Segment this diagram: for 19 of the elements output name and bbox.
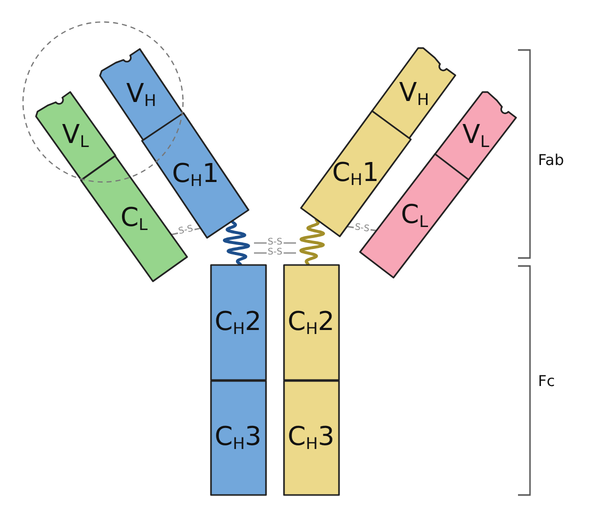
region-label: Fab <box>538 151 564 169</box>
domain-label: C$_{H}$3 <box>288 424 334 452</box>
bond-label: S-S <box>266 248 284 258</box>
domain-label: V$_{L}$ <box>62 122 89 150</box>
domain-label: C$_{H}$1 <box>332 159 379 188</box>
domain-label: C$_{L}$ <box>120 204 148 233</box>
region-label: Fc <box>538 372 555 390</box>
hinge-region <box>299 218 325 266</box>
domain-label: C$_{H}$2 <box>214 308 262 337</box>
domain-label: V$_{H}$ <box>126 80 156 109</box>
domain-label: C$_{H}$1 <box>172 161 219 190</box>
edge-label: S-S <box>352 222 370 234</box>
domain-label: C$_{H}$2 <box>288 308 334 337</box>
domain-label: V$_{H}$ <box>399 79 430 108</box>
bond-label: S-S <box>266 238 284 248</box>
domain-label: C$_{L}$ <box>400 202 428 230</box>
domain-label: V$_{L}$ <box>462 122 490 150</box>
domain-label: C$_{H}$3 <box>214 424 262 452</box>
hinge-region <box>222 220 250 266</box>
